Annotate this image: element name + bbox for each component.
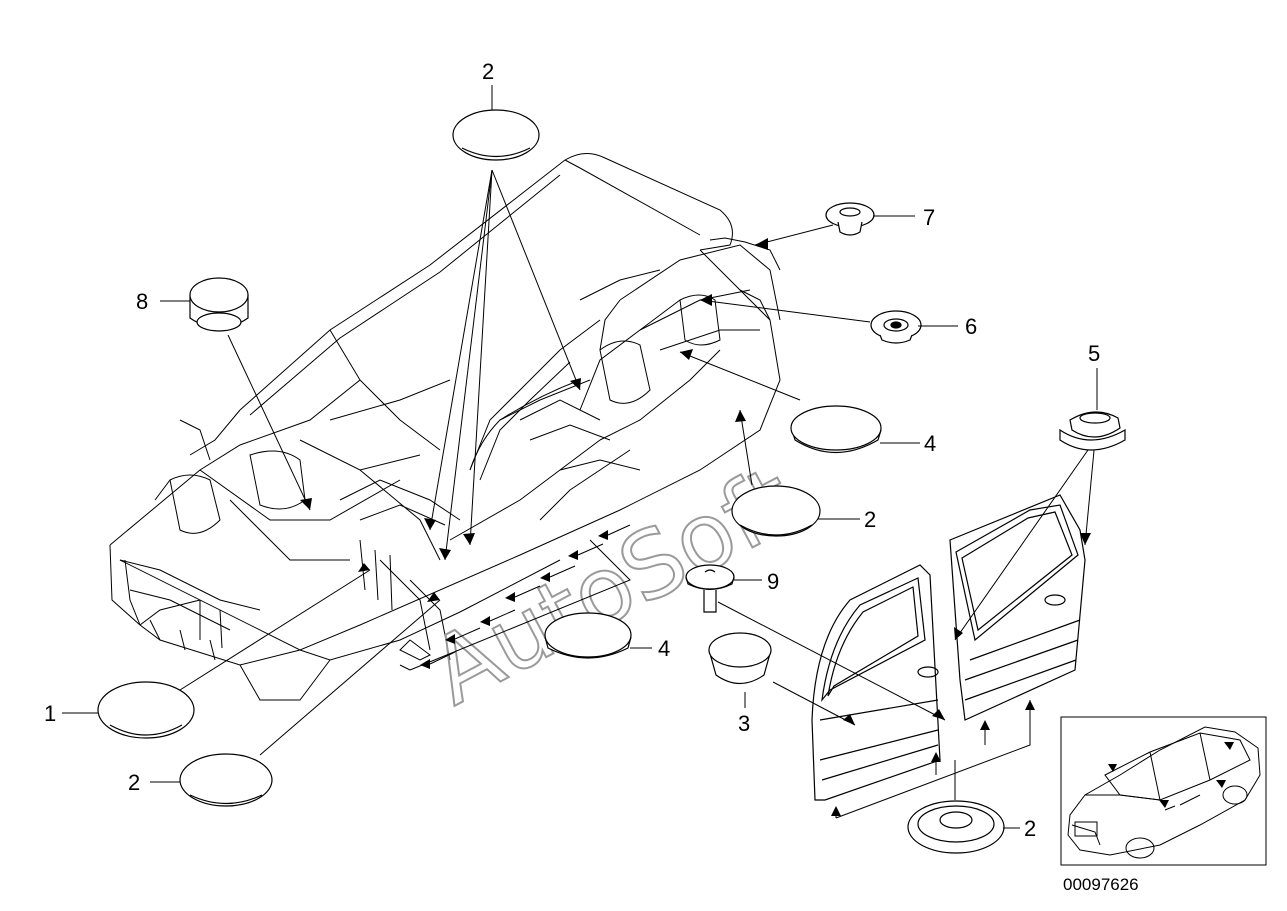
callout-2-left: 2 bbox=[128, 770, 140, 795]
rear-door bbox=[949, 494, 1086, 721]
plug-5 bbox=[1059, 411, 1126, 451]
grommet-2-bottom bbox=[907, 800, 1005, 854]
plug-8 bbox=[189, 277, 249, 332]
callout-2-bottom: 2 bbox=[1024, 816, 1036, 841]
image-code: 00097626 bbox=[1063, 875, 1139, 894]
callout-9: 9 bbox=[767, 569, 779, 594]
callout-lines bbox=[62, 85, 1098, 829]
callout-6: 6 bbox=[965, 314, 977, 339]
plug-3 bbox=[708, 632, 772, 685]
grommet-2-left bbox=[179, 753, 273, 807]
grommet-top bbox=[452, 109, 540, 161]
callout-2-top: 2 bbox=[482, 59, 494, 84]
callout-2-mid: 2 bbox=[864, 507, 876, 532]
vehicle-thumbnail bbox=[1060, 716, 1267, 866]
plug-9 bbox=[685, 564, 735, 613]
callout-8: 8 bbox=[136, 289, 148, 314]
callout-5: 5 bbox=[1088, 341, 1100, 366]
rocker-arrow-shafts bbox=[429, 524, 986, 818]
callout-4-low: 4 bbox=[658, 636, 670, 661]
grommet-4-low bbox=[544, 612, 632, 659]
plug-6 bbox=[870, 310, 922, 344]
callout-7: 7 bbox=[923, 205, 935, 230]
grommet-2-mid bbox=[731, 485, 821, 537]
callout-4-right: 4 bbox=[924, 431, 936, 456]
grommet-4-right bbox=[790, 405, 882, 454]
callout-1: 1 bbox=[44, 701, 56, 726]
leader-lines bbox=[179, 169, 1096, 819]
arrow-heads bbox=[300, 238, 1091, 816]
plug-7 bbox=[825, 202, 875, 236]
front-door bbox=[811, 564, 941, 801]
callout-3: 3 bbox=[738, 711, 750, 736]
grommet-1 bbox=[97, 681, 195, 739]
